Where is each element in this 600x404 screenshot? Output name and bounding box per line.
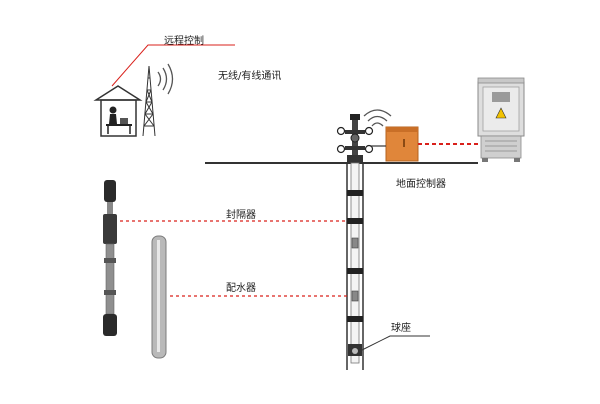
antenna-tower-icon	[142, 65, 156, 137]
ball-seat-callout-line	[361, 335, 430, 351]
packer-tool-icon	[103, 180, 117, 336]
wireless-signal-icon	[157, 63, 174, 95]
ground-controller-icon	[385, 126, 419, 162]
control-cabinet-icon	[477, 77, 525, 162]
water-distributor-tool-icon	[151, 235, 167, 359]
label-packer: 封隔器	[226, 210, 256, 221]
label-remote-control: 远程控制	[164, 36, 204, 47]
label-water-distributor: 配水器	[226, 283, 256, 294]
house-icon	[93, 85, 143, 137]
wellhead-icon	[336, 114, 374, 164]
well-casing	[346, 162, 364, 370]
remote-control-callout-line	[111, 44, 235, 87]
wellhead-signal-icon	[363, 109, 392, 127]
label-ground-controller: 地面控制器	[396, 179, 446, 190]
label-wireless: 无线/有线通讯	[218, 71, 282, 82]
label-ball-seat: 球座	[391, 323, 411, 334]
